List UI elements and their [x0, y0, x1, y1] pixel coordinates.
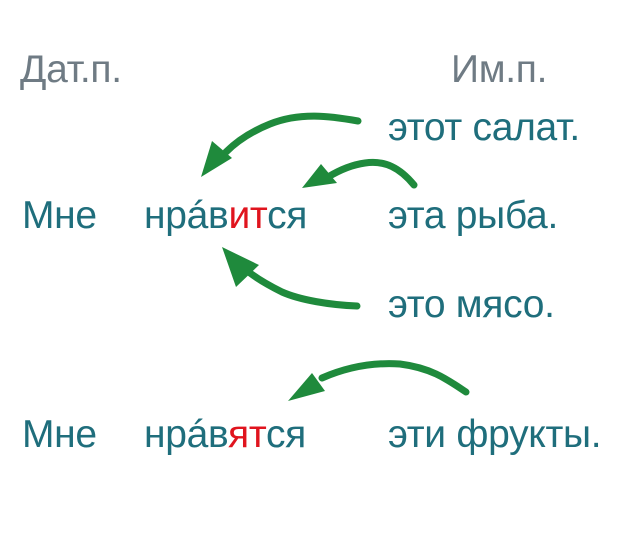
verb-reflexive-suffix: ся — [267, 194, 308, 237]
arrow-fruits-to-verb-icon — [288, 360, 470, 401]
verb-nravitsya: нрáвится — [144, 196, 307, 235]
object-this-salad: этот салат. — [388, 106, 580, 149]
verb-ending-singular: ит — [228, 194, 268, 237]
arrow-salad-to-verb-icon — [201, 112, 362, 177]
verb-stem: нрáв — [144, 413, 228, 456]
verb-nravyatsya: нрáвятся — [144, 415, 306, 454]
verb-reflexive-suffix: ся — [265, 413, 306, 456]
arrow-fish-to-verb-icon — [302, 158, 418, 189]
arrow-meat-to-verb-icon — [222, 247, 361, 310]
subject-mne: Мне — [22, 194, 97, 237]
object-this-fish: эта рыба. — [388, 194, 558, 237]
object-this-meat: это мясо. — [388, 283, 555, 326]
dative-case-header: Дат.п. — [20, 48, 122, 91]
verb-ending-plural: ят — [228, 413, 266, 456]
object-these-fruits: эти фрукты. — [388, 413, 602, 456]
subject-mne-plural-row: Мне — [22, 413, 97, 456]
nominative-case-header: Им.п. — [451, 48, 548, 91]
verb-stem: нрáв — [144, 194, 229, 237]
